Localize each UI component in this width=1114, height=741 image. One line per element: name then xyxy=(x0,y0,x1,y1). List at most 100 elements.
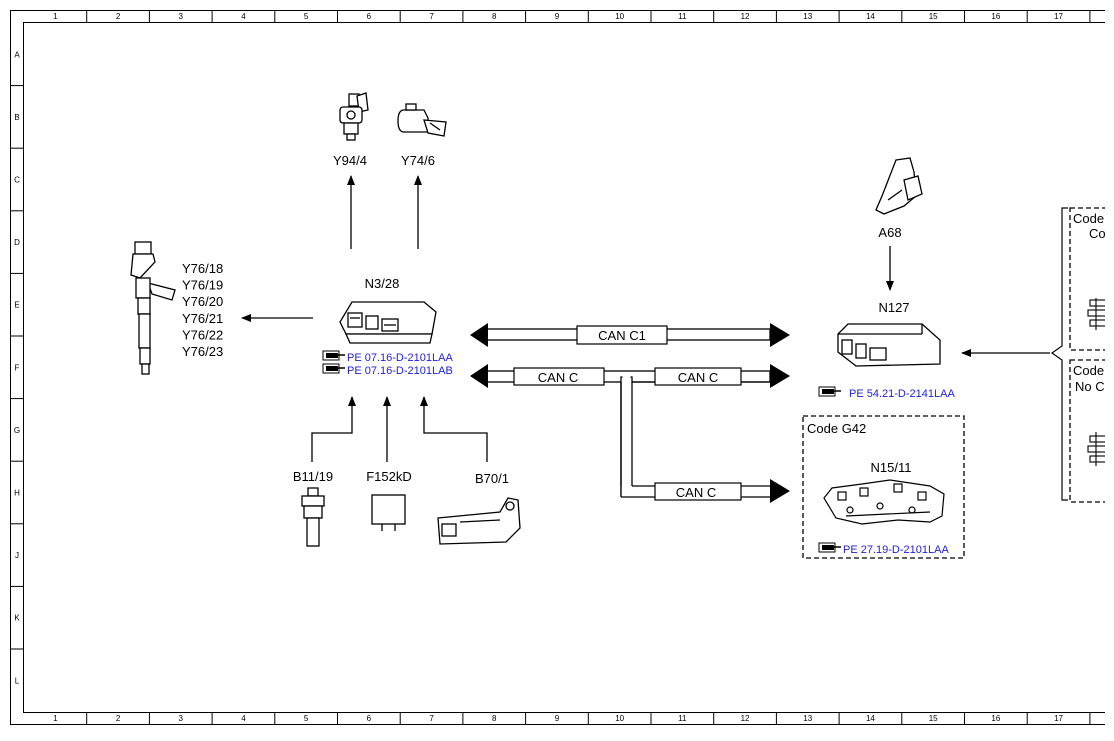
column-number-bottom: 11 xyxy=(678,714,687,723)
right-code-top-line2: Co xyxy=(1089,226,1106,241)
b11-19-icon xyxy=(302,488,324,546)
b11-19-label: B11/19 xyxy=(293,469,333,484)
right-code-top-line1: Code xyxy=(1073,211,1104,226)
column-number-bottom: 3 xyxy=(179,714,184,723)
column-number-top: 2 xyxy=(116,12,121,21)
row-letter: J xyxy=(15,551,19,560)
column-number-top: 13 xyxy=(803,12,812,21)
n15-11-ref[interactable]: PE 27.19-D-2101LAA xyxy=(819,543,949,556)
column-number-top: 15 xyxy=(929,12,938,21)
b70-1-signal-line xyxy=(424,397,487,462)
y74-6-icon xyxy=(398,104,446,136)
f152kd-label: F152kD xyxy=(366,469,412,484)
right-code-bottom-line1: Code xyxy=(1073,363,1104,378)
injector-label: Y76/20 xyxy=(182,294,223,309)
f152kd-icon xyxy=(372,495,405,531)
column-number-bottom: 1 xyxy=(53,714,58,723)
reference-hand-icon xyxy=(323,351,345,360)
y94-4-component[interactable]: Y94/4 xyxy=(333,93,368,168)
column-number-bottom: 9 xyxy=(555,714,560,723)
n3-28-ref-a-text: PE 07.16-D-2101LAA xyxy=(347,352,453,364)
n3-28-component[interactable]: N3/28 PE 07.16-D-2101LAA PE 07.1 xyxy=(323,276,453,377)
code-g42-box[interactable]: Code G42 N15/11 PE 27.19-D-2101LAA xyxy=(803,416,964,558)
column-number-top: 8 xyxy=(492,12,497,21)
column-number-top: 3 xyxy=(179,12,184,21)
n3-28-label: N3/28 xyxy=(365,276,400,291)
column-number-bottom: 4 xyxy=(241,714,246,723)
column-number-bottom: 2 xyxy=(116,714,121,723)
n3-28-ref-b-text: PE 07.16-D-2101LAB xyxy=(347,365,453,377)
row-letter: B xyxy=(14,113,19,122)
n127-component[interactable]: N127 PE 54.21-D-2141LAA xyxy=(819,300,955,400)
right-code-bracket xyxy=(1052,208,1068,500)
row-letter: F xyxy=(15,363,20,372)
injector-label: Y76/19 xyxy=(182,278,223,293)
y74-6-component[interactable]: Y74/6 xyxy=(398,104,446,168)
row-letter: C xyxy=(14,176,20,185)
can-c-left-label: CAN C xyxy=(538,370,578,385)
column-number-top: 7 xyxy=(429,12,434,21)
can-c1-bus[interactable]: CAN C1 xyxy=(470,323,790,347)
column-number-bottom: 17 xyxy=(1054,714,1063,723)
n15-11-ref-text: PE 27.19-D-2101LAA xyxy=(843,544,949,556)
a68-icon xyxy=(876,158,922,214)
reference-hand-icon xyxy=(323,364,345,373)
row-letter: L xyxy=(15,676,20,685)
row-letter: D xyxy=(14,238,20,247)
n127-ref[interactable]: PE 54.21-D-2141LAA xyxy=(819,387,955,400)
column-number-bottom: 15 xyxy=(929,714,938,723)
row-letter: A xyxy=(14,50,20,59)
can-c-lower-label: CAN C xyxy=(676,485,716,500)
column-number-top: 10 xyxy=(615,12,624,21)
column-number-top: 17 xyxy=(1054,12,1063,21)
a68-label: A68 xyxy=(878,225,901,240)
can-c1-label: CAN C1 xyxy=(598,328,646,343)
b11-19-component[interactable]: B11/19 xyxy=(293,469,333,546)
can-c-bus[interactable]: CAN C CAN C CAN C xyxy=(470,364,790,503)
column-number-top: 6 xyxy=(367,12,372,21)
n127-icon xyxy=(838,324,940,366)
column-number-top: 5 xyxy=(304,12,309,21)
b70-1-label: B70/1 xyxy=(475,471,509,486)
injector-label: Y76/21 xyxy=(182,311,223,326)
a68-component[interactable]: A68 xyxy=(876,158,922,240)
column-number-top: 1 xyxy=(53,12,58,21)
row-letter: K xyxy=(14,614,20,623)
row-letter: G xyxy=(14,426,20,435)
column-number-bottom: 6 xyxy=(367,714,372,723)
column-number-top: 12 xyxy=(741,12,750,21)
b70-1-component[interactable]: B70/1 xyxy=(438,471,520,544)
injector-label: Y76/22 xyxy=(182,327,223,342)
row-letter: E xyxy=(14,301,19,310)
b70-1-icon xyxy=(438,498,520,544)
n15-11-label: N15/11 xyxy=(871,460,912,475)
n3-28-ref-b[interactable]: PE 07.16-D-2101LAB xyxy=(323,364,453,377)
column-number-bottom: 13 xyxy=(803,714,812,723)
column-number-top: 4 xyxy=(241,12,246,21)
n15-11-icon xyxy=(824,480,944,524)
y74-6-label: Y74/6 xyxy=(401,153,435,168)
column-number-bottom: 10 xyxy=(615,714,624,723)
row-letter: H xyxy=(14,489,20,498)
reference-hand-icon xyxy=(819,387,841,396)
n127-ref-text: PE 54.21-D-2141LAA xyxy=(849,388,955,400)
column-number-top: 11 xyxy=(678,12,687,21)
n3-28-ref-a[interactable]: PE 07.16-D-2101LAA xyxy=(323,351,453,364)
injector-label: Y76/18 xyxy=(182,261,223,276)
column-number-bottom: 8 xyxy=(492,714,497,723)
column-number-bottom: 14 xyxy=(866,714,875,723)
f152kd-component[interactable]: F152kD xyxy=(366,469,412,531)
column-number-bottom: 5 xyxy=(304,714,309,723)
column-number-top: 16 xyxy=(991,12,1000,21)
column-number-top: 14 xyxy=(866,12,875,21)
injector-label: Y76/23 xyxy=(182,344,223,359)
b11-19-signal-line xyxy=(312,397,352,462)
y94-4-icon xyxy=(340,93,368,140)
column-number-top: 9 xyxy=(555,12,560,21)
column-number-bottom: 16 xyxy=(991,714,1000,723)
column-number-bottom: 7 xyxy=(429,714,434,723)
